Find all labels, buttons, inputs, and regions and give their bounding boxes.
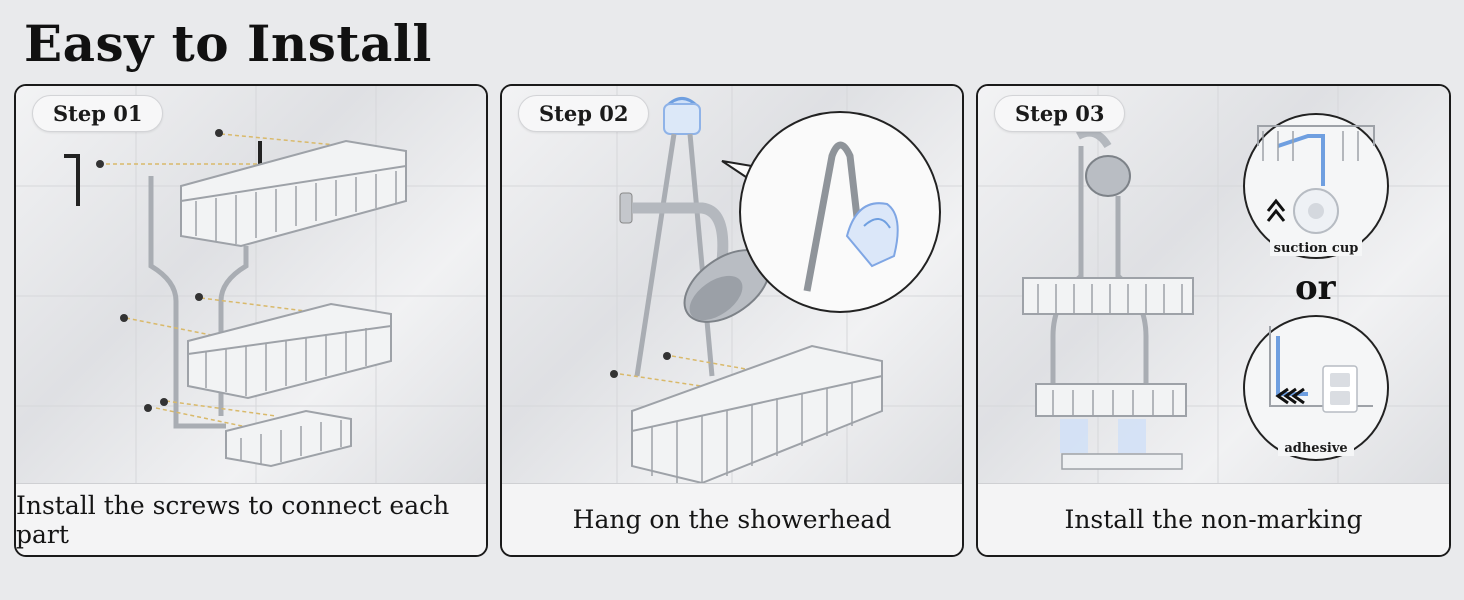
installed-rack-illustration: suction cup adhesive — [978, 86, 1449, 483]
adhesive-label: adhesive — [1284, 441, 1347, 456]
step-01-caption: Install the screws to connect each part — [16, 483, 486, 555]
or-label: or — [1295, 268, 1336, 308]
step-02-panel: Step 02 Hang on the showerhead — [500, 84, 964, 557]
step-03-panel: suction cup adhesive Step 03 or Install … — [976, 84, 1451, 557]
step-01-illustration: Step 01 — [16, 86, 486, 483]
step-01-panel: Step 01 Install the screws to connect ea… — [14, 84, 488, 557]
exploded-rack-illustration — [16, 86, 486, 483]
step-01-badge: Step 01 — [32, 95, 164, 132]
step-03-badge: Step 03 — [994, 95, 1126, 132]
hanging-rack-illustration — [502, 86, 962, 483]
suction-cup-label: suction cup — [1274, 241, 1359, 256]
step-03-illustration: suction cup adhesive Step 03 or — [978, 86, 1449, 483]
step-02-caption: Hang on the showerhead — [502, 483, 962, 555]
step-03-caption: Install the non-marking — [978, 483, 1449, 555]
page-title: Easy to Install — [24, 14, 432, 73]
step-02-illustration: Step 02 — [502, 86, 962, 483]
step-02-badge: Step 02 — [518, 95, 650, 132]
